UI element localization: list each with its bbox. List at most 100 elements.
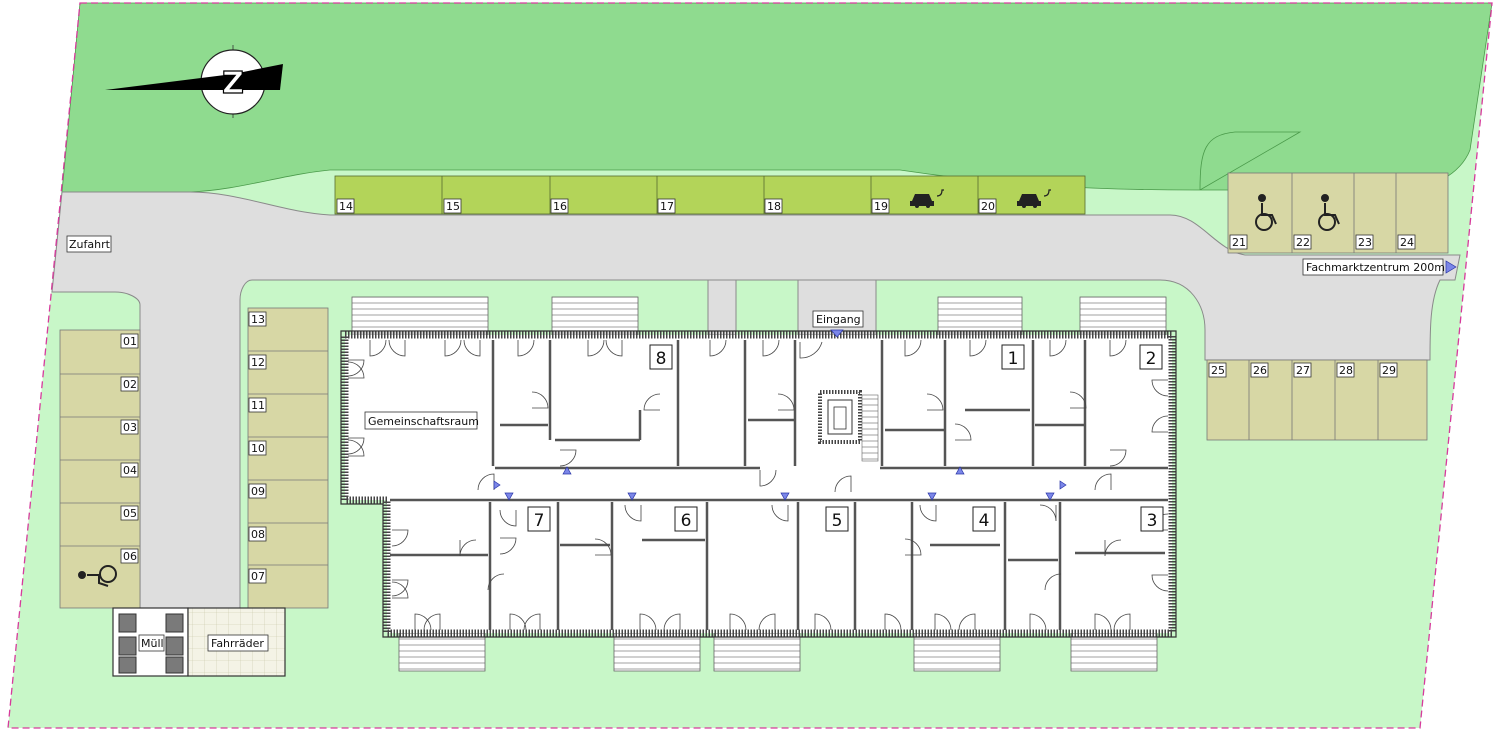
parking-space-number: 25 [1211, 364, 1225, 377]
parking-number-box [657, 198, 676, 214]
parking-space-number: 24 [1400, 236, 1414, 249]
parking-number-box [871, 198, 890, 214]
apartment-number: 8 [656, 349, 667, 369]
parking-space-number: 12 [251, 356, 265, 369]
entrance-markers [493, 329, 1067, 501]
parking-number-box [248, 526, 267, 542]
parking-space-number: 10 [251, 442, 265, 455]
parking-space-number: 17 [660, 200, 674, 213]
parking-number-box [248, 568, 267, 584]
waste-label-box [138, 634, 165, 652]
parking-right-top [1227, 172, 1449, 254]
parking-number-box [120, 376, 139, 392]
compass-letter: Z [222, 66, 244, 101]
parking-number-box [764, 198, 783, 214]
parking-space-number: 03 [123, 421, 137, 434]
parking-space-number: 23 [1358, 236, 1372, 249]
waste-label: Müll [141, 637, 164, 650]
meadow [61, 2, 1493, 193]
apartment-number: 5 [832, 511, 843, 531]
parking-number-box [120, 505, 139, 521]
apartment-number: 2 [1146, 349, 1157, 369]
parking-number-box [248, 354, 267, 370]
parking-number-box [1208, 362, 1227, 378]
bicycles-label-box [207, 634, 269, 652]
parking-space-number: 15 [446, 200, 460, 213]
entrance-label-box [812, 310, 864, 328]
parking-number-box [120, 333, 139, 349]
parking-number-box [120, 548, 139, 564]
apartment-8: 8 [649, 344, 673, 370]
parking-number-box [248, 440, 267, 456]
parking-number-box [1293, 234, 1312, 250]
apartment-2: 2 [1139, 344, 1163, 370]
parking-number-box [120, 462, 139, 478]
direction-sign-label: Fachmarktzentrum 200m [1306, 261, 1445, 274]
parking-space-number: 05 [123, 507, 137, 520]
parking-space-number: 22 [1296, 236, 1310, 249]
parking-space-number: 26 [1253, 364, 1267, 377]
parking-number-box [1293, 362, 1312, 378]
parking-space-number: 16 [553, 200, 567, 213]
apartment-3: 3 [1140, 506, 1164, 532]
ev-charging-icon [1017, 189, 1051, 208]
terraces [351, 296, 1167, 672]
parking-number-box [443, 198, 462, 214]
parking-space-number: 29 [1382, 364, 1396, 377]
parking-number-box [1379, 362, 1398, 378]
direction-arrow-icon [1445, 260, 1457, 274]
access-road-label: Zufahrt [69, 238, 111, 251]
parking-number-box [978, 198, 997, 214]
parking-number-box [120, 419, 139, 435]
apartment-5: 5 [825, 506, 849, 532]
parking-number-box [550, 198, 569, 214]
parking-space-number: 18 [767, 200, 781, 213]
property-boundary [7, 2, 1493, 729]
parking-space-number: 02 [123, 378, 137, 391]
parking-space-number: 19 [874, 200, 888, 213]
entrance-label: Eingang [816, 313, 861, 326]
apartment-6: 6 [674, 506, 698, 532]
access-road-label-box [66, 235, 112, 253]
parking-space-number: 28 [1339, 364, 1353, 377]
parking-space-number: 01 [123, 335, 137, 348]
apartment-number: 1 [1008, 349, 1019, 369]
parking-space-number: 08 [251, 528, 265, 541]
doors [347, 339, 1169, 631]
parking-space-number: 06 [123, 550, 137, 563]
building [340, 330, 1177, 638]
parking-number-box [248, 397, 267, 413]
parking-number-box [1336, 362, 1355, 378]
apartment-number: 6 [681, 511, 692, 531]
parking-space-number: 04 [123, 464, 137, 477]
ev-charging-icon [910, 189, 944, 208]
wheelchair-icon [1255, 194, 1277, 231]
parking-space-number: 13 [251, 313, 265, 326]
parking-number-box [1397, 234, 1416, 250]
parking-number-box [1250, 362, 1269, 378]
parking-number-box [248, 311, 267, 327]
apartment-4: 4 [972, 506, 996, 532]
parking-space-number: 09 [251, 485, 265, 498]
wheelchair-icon [1318, 194, 1340, 231]
apartment-7: 7 [527, 506, 551, 532]
parking-number-box [1229, 234, 1248, 250]
parking-space-number: 20 [981, 200, 995, 213]
parking-number-box [336, 198, 355, 214]
community-room-label-box [364, 411, 478, 430]
parking-number-box [1355, 234, 1374, 250]
parking-space-number: 07 [251, 570, 265, 583]
apartment-number: 3 [1147, 511, 1158, 531]
parking-inner-column [247, 307, 329, 609]
apartment-number: 7 [534, 511, 545, 531]
apartment-number: 4 [979, 511, 990, 531]
parking-number-box [248, 483, 267, 499]
community-room-label: Gemeinschaftsraum [368, 415, 479, 428]
parking-space-number: 14 [339, 200, 353, 213]
apartment-1: 1 [1001, 344, 1025, 370]
parking-space-number: 11 [251, 399, 265, 412]
compass-icon: Z [105, 45, 283, 118]
parking-space-number: 27 [1296, 364, 1310, 377]
